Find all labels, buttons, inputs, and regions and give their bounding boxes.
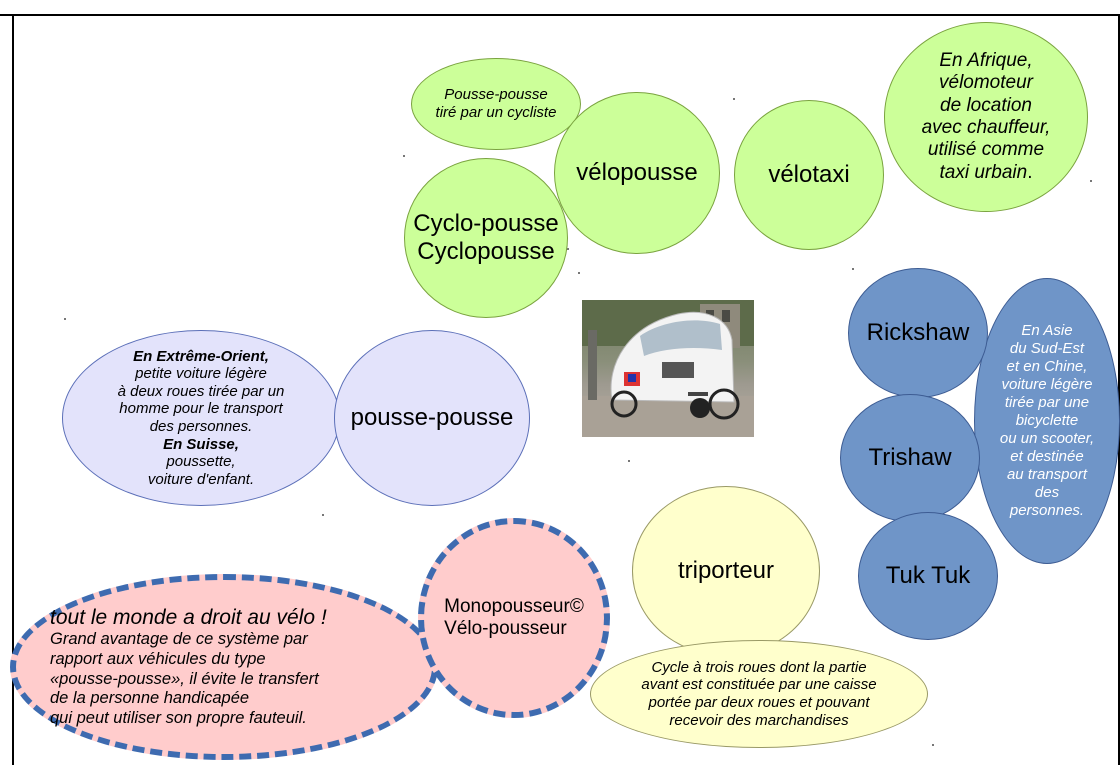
trishaw-text: Trishaw	[868, 443, 952, 471]
suisse-definition: poussette, voiture d'enfant.	[147, 453, 255, 488]
decorative-dot	[64, 318, 66, 320]
velo-pour-tous-title: tout le monde a droit au vélo !	[50, 605, 327, 629]
decorative-dot	[322, 514, 324, 516]
bubble-rickshaw: Rickshaw	[848, 268, 988, 398]
velo-pour-tous-text: tout le monde a droit au vélo ! Grand av…	[50, 605, 327, 729]
afrique-text-period: .	[1027, 161, 1033, 183]
decorative-dot	[578, 272, 580, 274]
velotaxi-illustration	[582, 300, 754, 437]
afrique-text-emphasis: taxi urbain	[939, 161, 1028, 183]
decorative-dot	[852, 268, 854, 270]
bubble-afrique: En Afrique, vélomoteur de location avec …	[884, 22, 1088, 212]
cyclo-pousse-text: Cyclo-pousse Cyclopousse	[413, 209, 559, 265]
rickshaw-text: Rickshaw	[866, 318, 970, 346]
decorative-dot	[628, 460, 630, 462]
bubble-velopousse: vélopousse	[554, 92, 720, 254]
decorative-dot	[733, 98, 735, 100]
extreme-orient-heading: En Extrême-Orient,	[133, 347, 269, 365]
frame-left-border	[12, 14, 14, 765]
pousse-pousse-text: pousse-pousse	[350, 403, 514, 431]
velotaxi-photo	[582, 300, 754, 437]
suisse-heading: En Suisse,	[163, 435, 239, 453]
bubble-triporteur: triporteur	[632, 486, 820, 656]
velotaxi-text: vélotaxi	[768, 160, 850, 188]
pousse-pousse-cycliste-text: Pousse-pousse tiré par un cycliste	[435, 86, 557, 121]
afrique-text: En Afrique, vélomoteur de location avec …	[922, 50, 1051, 184]
frame-right-border	[1118, 14, 1120, 765]
decorative-dot	[403, 155, 405, 157]
bubble-pousse-pousse-cycliste: Pousse-pousse tiré par un cycliste	[411, 58, 581, 150]
frame-top-border	[0, 14, 1120, 16]
triporteur-definition-text: Cycle à trois roues dont la partie avant…	[641, 658, 877, 729]
triporteur-text: triporteur	[677, 556, 775, 584]
decorative-dot	[932, 744, 934, 746]
bubble-asie: En Asie du Sud-Est et en Chine, voiture …	[974, 278, 1120, 564]
afrique-text-main: En Afrique, vélomoteur de location avec …	[921, 49, 1051, 161]
tuk-tuk-text: Tuk Tuk	[885, 561, 971, 589]
bubble-tuk-tuk: Tuk Tuk	[858, 512, 998, 640]
decorative-dot	[1090, 180, 1092, 182]
monopousseur-text: Monopousseur© Vélo-pousseur	[444, 595, 584, 639]
bubble-velo-pour-tous: tout le monde a droit au vélo ! Grand av…	[10, 574, 438, 760]
decorative-dot	[567, 248, 569, 250]
bubble-extreme-orient: En Extrême-Orient, petite voiture légère…	[62, 330, 340, 506]
bubble-monopousseur: Monopousseur© Vélo-pousseur	[418, 518, 610, 718]
asie-text: En Asie du Sud-Est et en Chine, voiture …	[999, 322, 1095, 519]
velopousse-text: vélopousse	[576, 158, 698, 186]
bubble-cyclo-pousse: Cyclo-pousse Cyclopousse	[404, 158, 568, 318]
extreme-orient-text: En Extrême-Orient, petite voiture légère…	[118, 348, 285, 488]
bubble-velotaxi: vélotaxi	[734, 100, 884, 250]
bubble-triporteur-definition: Cycle à trois roues dont la partie avant…	[590, 640, 928, 748]
bubble-pousse-pousse: pousse-pousse	[334, 330, 530, 506]
bubble-trishaw: Trishaw	[840, 394, 980, 522]
extreme-orient-definition: petite voiture légère à deux roues tirée…	[117, 365, 285, 435]
velo-pour-tous-description: Grand avantage de ce système par rapport…	[50, 630, 319, 728]
